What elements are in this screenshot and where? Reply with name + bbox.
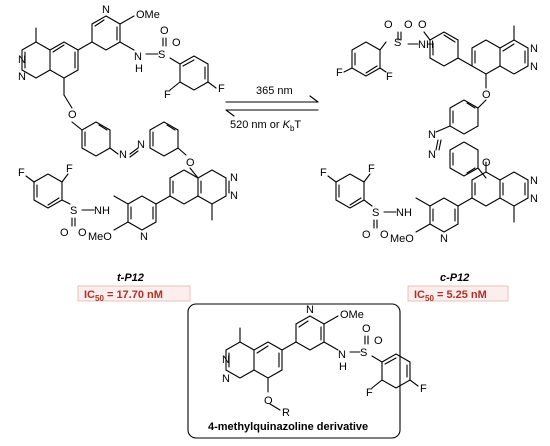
atom-nh: NH [94, 205, 110, 217]
equilibrium-arrows [225, 95, 319, 117]
atom-s: S [394, 37, 401, 49]
trans-upper-quinazoline [21, 27, 79, 109]
reverse-condition: 520 nm or KbT [230, 119, 301, 133]
atom-o: O [264, 395, 273, 407]
cis-ic50: IC50 = 5.25 nM [414, 289, 487, 303]
atom-o: O [172, 37, 181, 49]
trans-lower-sulfonamide [25, 173, 95, 227]
atom-o: O [362, 229, 371, 241]
atom-h: H [339, 361, 347, 373]
atom-f: F [366, 387, 373, 399]
atom-h: H [135, 63, 143, 75]
atom-nh: NH [418, 39, 434, 51]
atom-ome: OMe [340, 309, 364, 321]
atom-n: N [230, 172, 238, 184]
atom-nh: NH [396, 207, 412, 219]
forward-condition: 365 nm [256, 85, 293, 97]
atom-o: O [68, 109, 77, 121]
atom-n: N [530, 193, 538, 205]
atom-o: O [418, 19, 427, 31]
atom-o: O [362, 323, 371, 335]
atom-s: S [360, 347, 367, 359]
atom-n: N [119, 149, 127, 161]
atom-f: F [320, 167, 327, 179]
atom-r: R [282, 407, 290, 419]
atom-f: F [218, 83, 225, 95]
atom-s: S [372, 207, 379, 219]
atom-n: N [530, 175, 538, 187]
cis-upper-sulfonamide [343, 31, 419, 77]
derivative-caption: 4-methylquinazoline derivative [208, 421, 368, 433]
atom-o: O [78, 227, 87, 239]
atom-n: N [306, 304, 314, 316]
trans-isomer-name: t-P12 [117, 272, 144, 284]
atom-n: N [102, 4, 110, 16]
trans-ic50-highlight [77, 285, 191, 302]
trans-lower-quinazoline [169, 167, 230, 221]
cis-upper-quinazoline [471, 25, 529, 109]
atom-n: N [18, 71, 26, 83]
atom-n: N [530, 61, 538, 73]
atom-o: O [404, 19, 413, 31]
atom-f: F [420, 383, 427, 395]
atom-o: O [374, 335, 383, 347]
atom-o: O [186, 157, 195, 169]
atom-f: F [368, 163, 375, 175]
atom-n: N [440, 233, 448, 245]
atom-o: O [380, 229, 389, 241]
atom-n: N [18, 54, 26, 66]
atom-o: O [482, 157, 491, 169]
atom-n: N [530, 43, 538, 55]
atom-n: N [222, 373, 230, 385]
atom-n: N [428, 129, 436, 141]
atom-ome: OMe [136, 9, 160, 21]
atom-n: N [428, 149, 436, 161]
trans-upper-pyridine [77, 15, 135, 51]
atom-nh: N [134, 51, 142, 63]
atom-meo: MeO [390, 233, 414, 245]
atom-o: O [160, 25, 169, 37]
cis-lower-quinazoline [471, 161, 529, 223]
trans-azobenzene [71, 121, 187, 158]
atom-f: F [336, 67, 343, 79]
atom-f: F [164, 89, 171, 101]
atom-nh: N [338, 349, 346, 361]
cis-ic50-highlight [407, 285, 509, 302]
atom-s: S [70, 205, 77, 217]
cis-lower-sulfonamide [327, 173, 397, 229]
cis-upper-anisole [423, 31, 473, 67]
atom-n: N [140, 231, 148, 243]
cis-lower-pyridine [415, 197, 473, 233]
trans-ic50: IC50 = 17.70 nM [84, 289, 163, 303]
atom-meo: MeO [88, 231, 112, 243]
atom-s: S [158, 49, 165, 61]
atom-o: O [60, 227, 69, 239]
trans-upper-sulfonamide [145, 37, 217, 91]
atom-o: O [384, 19, 393, 31]
atom-f: F [18, 167, 25, 179]
cis-azobenzene [435, 99, 487, 179]
atom-o: O [482, 89, 491, 101]
trans-lower-pyridine [113, 195, 171, 231]
atom-f: F [66, 163, 73, 175]
cis-isomer-name: c-P12 [440, 272, 469, 284]
derivative-box [187, 303, 401, 439]
atom-n: N [230, 190, 238, 202]
derivative-structure [225, 315, 419, 411]
atom-f: F [386, 71, 393, 83]
atom-n: N [137, 139, 145, 151]
atom-n: N [222, 354, 230, 366]
